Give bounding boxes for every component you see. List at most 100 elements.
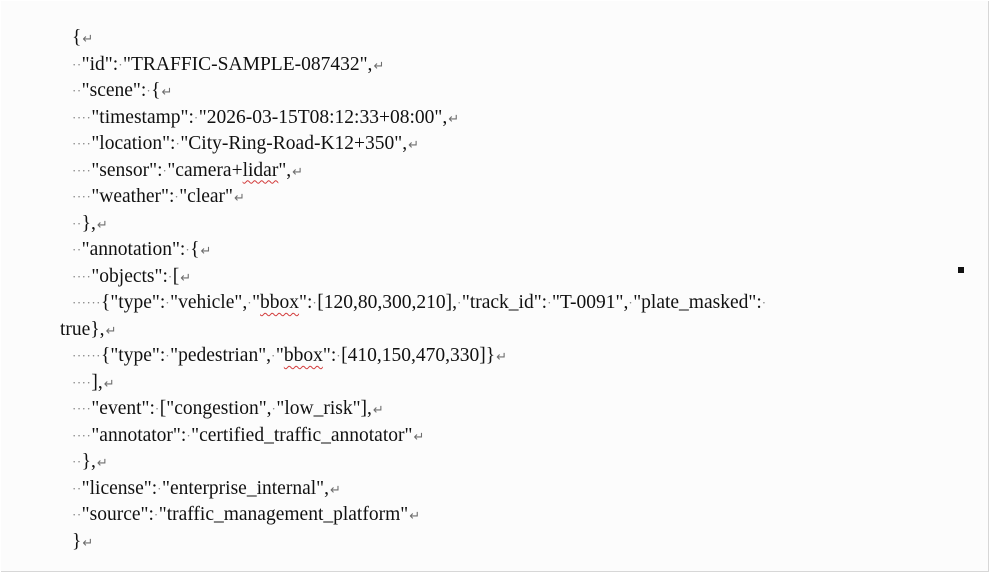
space-marker: · — [271, 348, 276, 363]
document-body[interactable]: {↵··"id":·"TRAFFIC-SAMPLE-087432",↵··"sc… — [60, 25, 948, 556]
indent-markers: ···· — [72, 268, 92, 284]
document-line[interactable]: ··"license":·"enterprise_internal",↵ — [72, 476, 948, 503]
line-text: }, — [81, 212, 96, 234]
line-text: "timestamp":·"2026-03-15T08:12:33+08:00"… — [91, 106, 448, 128]
paragraph-mark-icon: ↵ — [96, 456, 108, 471]
indent-markers: ·· — [72, 83, 82, 98]
line-text: "annotator":·"certified_traffic_annotato… — [91, 424, 413, 446]
line-text: "weather":·"clear" — [91, 186, 234, 207]
document-line[interactable]: ··"annotation":·{↵ — [72, 237, 948, 264]
document-line[interactable]: {↵ — [72, 25, 948, 52]
indent-markers: ···· — [72, 401, 92, 416]
paragraph-mark-icon: ↵ — [496, 350, 507, 365]
document-line[interactable]: true},↵ — [60, 317, 948, 344]
space-marker: · — [153, 507, 159, 522]
space-marker: · — [628, 295, 634, 310]
space-marker: · — [457, 295, 462, 310]
spellcheck-flagged-word[interactable]: lidar — [242, 159, 279, 181]
document-line[interactable]: ····"sensor":·"camera+lidar",↵ — [72, 158, 948, 185]
space-marker: · — [271, 401, 277, 416]
indent-markers: ···· — [72, 162, 92, 178]
indent-markers: ·· — [72, 454, 82, 469]
space-marker: · — [174, 189, 180, 204]
paragraph-mark-icon: ↵ — [180, 270, 192, 286]
space-marker: · — [118, 56, 124, 72]
line-text: "license":·"enterprise_internal", — [81, 477, 329, 499]
space-marker: · — [165, 348, 171, 363]
line-text: "id":·"TRAFFIC-SAMPLE-087432", — [81, 53, 373, 75]
space-marker: · — [167, 268, 173, 284]
line-text: "scene":·{ — [81, 80, 161, 101]
paragraph-mark-icon: ↵ — [82, 32, 94, 47]
line-text: "annotation":·{ — [81, 239, 200, 260]
document-line[interactable]: ····"annotator":·"certified_traffic_anno… — [72, 423, 948, 450]
line-text: } — [72, 530, 82, 552]
line-text: "source":·"traffic_management_platform" — [81, 504, 409, 525]
indent-markers: ·· — [72, 242, 82, 257]
paragraph-mark-icon: ↵ — [82, 535, 94, 551]
paragraph-mark-icon: ↵ — [234, 191, 245, 206]
line-text: ":·[120,80,300,210],·"track_id":·"T-0091… — [299, 292, 767, 313]
paragraph-mark-icon: ↵ — [448, 111, 460, 127]
line-text: {"type":·"vehicle",·" — [100, 292, 261, 313]
line-text: {"type":·"pedestrian",·" — [100, 345, 284, 366]
document-line[interactable]: ··"source":·"traffic_management_platform… — [72, 502, 948, 529]
document-line[interactable]: ····"weather":·"clear"↵ — [72, 184, 948, 211]
document-line[interactable]: }↵ — [72, 529, 948, 556]
document-line[interactable]: ··"scene":·{↵ — [72, 78, 948, 105]
indent-markers: ······ — [72, 348, 101, 363]
space-marker: · — [175, 136, 181, 151]
indent-markers: ···· — [72, 427, 92, 443]
space-marker: · — [154, 401, 160, 416]
line-text: "event":·["congestion",·"low_risk"], — [91, 398, 372, 419]
document-line[interactable]: ··},↵ — [72, 449, 948, 476]
space-marker: · — [761, 295, 767, 310]
spellcheck-flagged-word[interactable]: bbox — [260, 292, 300, 313]
space-marker: · — [312, 295, 318, 310]
indent-markers: ···· — [72, 109, 92, 125]
space-marker: · — [162, 162, 168, 178]
paragraph-mark-icon: ↵ — [105, 323, 117, 339]
indent-markers: ·· — [72, 507, 82, 522]
space-marker: · — [247, 295, 253, 310]
indent-markers: ·· — [72, 56, 82, 72]
document-line[interactable]: ····"objects":·[↵ — [72, 264, 948, 291]
line-text: "objects":·[ — [91, 265, 180, 287]
line-text: ], — [91, 371, 103, 393]
document-line[interactable]: ······{"type":·"pedestrian",·"bbox":·[41… — [72, 343, 948, 370]
indent-markers: ···· — [72, 189, 92, 204]
document-line[interactable]: ····"timestamp":·"2026-03-15T08:12:33+08… — [72, 105, 948, 132]
document-line[interactable]: ····"event":·["congestion",·"low_risk"],… — [72, 396, 948, 423]
document-line[interactable]: ····"location":·"City-Ring-Road-K12+350"… — [72, 131, 948, 158]
paragraph-mark-icon: ↵ — [200, 244, 212, 259]
paragraph-mark-icon: ↵ — [408, 138, 420, 153]
paragraph-mark-icon: ↵ — [372, 403, 384, 418]
line-text: }, — [81, 451, 96, 472]
paragraph-mark-icon: ↵ — [409, 509, 421, 524]
document-line[interactable]: ······{"type":·"vehicle",·"bbox":·[120,8… — [72, 290, 948, 317]
paragraph-mark-icon: ↵ — [96, 217, 108, 233]
indent-markers: ·· — [72, 480, 82, 496]
paragraph-mark-icon: ↵ — [373, 58, 385, 74]
space-marker: · — [336, 348, 342, 363]
document-line[interactable]: ··"id":·"TRAFFIC-SAMPLE-087432",↵ — [72, 52, 948, 79]
document-line[interactable]: ····],↵ — [72, 370, 948, 397]
line-text: true}, — [60, 318, 105, 340]
paragraph-mark-icon: ↵ — [329, 482, 341, 498]
line-text: "location":·"City-Ring-Road-K12+350", — [91, 133, 408, 154]
paragraph-mark-icon: ↵ — [413, 429, 425, 445]
space-marker: · — [157, 480, 162, 496]
space-marker: · — [193, 109, 199, 125]
space-marker: · — [185, 242, 191, 257]
space-marker: · — [186, 427, 192, 443]
indent-markers: ······ — [72, 295, 101, 310]
spellcheck-flagged-word[interactable]: bbox — [283, 345, 323, 366]
indent-markers: ·· — [72, 215, 82, 231]
document-line[interactable]: ··},↵ — [72, 211, 948, 238]
object-anchor-marker[interactable] — [958, 267, 964, 273]
line-text: "sensor":·"camera+ — [91, 159, 243, 181]
space-marker: · — [165, 295, 171, 310]
space-marker: · — [547, 295, 552, 310]
indent-markers: ···· — [72, 136, 92, 151]
